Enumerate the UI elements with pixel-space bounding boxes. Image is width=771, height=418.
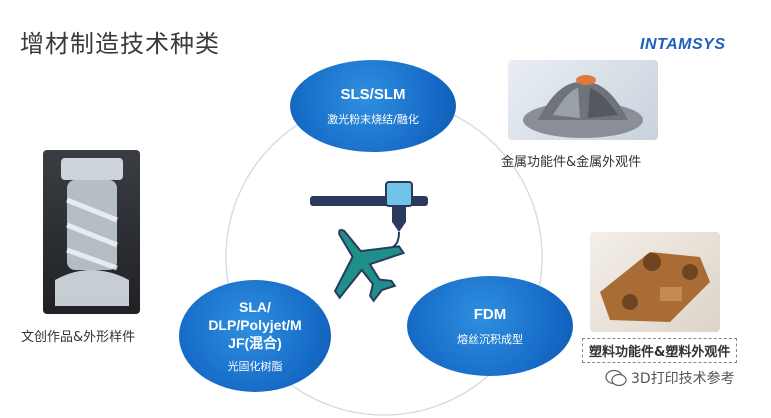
sls-slm-bubble: SLS/SLM 激光粉末烧结/融化 xyxy=(290,60,456,152)
page-title: 增材制造技术种类 xyxy=(20,30,220,58)
resin-tower-image xyxy=(55,158,129,306)
sls-slm-label: SLS/SLM xyxy=(340,85,406,103)
wechat-icon xyxy=(605,369,627,387)
fdm-label: FDM xyxy=(473,305,507,323)
sla-label-line2: DLP/Polyjet/M xyxy=(208,317,302,333)
sla-desc: 光固化树脂 xyxy=(227,360,283,373)
sla-label-line1: SLA/ xyxy=(239,299,271,315)
sls-slm-desc: 激光粉末烧结/融化 xyxy=(327,112,419,126)
sla-dlp-bubble: SLA/ DLP/Polyjet/M JF(混合) 光固化树脂 xyxy=(179,280,331,392)
airplane-icon xyxy=(333,228,406,303)
metal-impeller-image xyxy=(523,75,643,138)
creative-caption: 文创作品&外形样件 xyxy=(21,330,136,345)
watermark-text: 3D打印技术参考 xyxy=(631,371,735,387)
plastic-part-photo xyxy=(590,232,720,332)
fdm-desc: 熔丝沉积成型 xyxy=(457,332,523,346)
plastic-caption: 塑料功能件&塑料外观件 xyxy=(582,338,738,363)
sla-label-line3: JF(混合) xyxy=(228,335,282,351)
brand-logo: INTAMSYS xyxy=(640,36,726,53)
plastic-bracket-image xyxy=(600,252,710,322)
metal-caption: 金属功能件&金属外观件 xyxy=(501,155,642,170)
resin-tower-photo xyxy=(43,150,140,314)
watermark: 3D打印技术参考 xyxy=(605,368,735,388)
metal-part-photo xyxy=(508,60,658,140)
fdm-bubble: FDM 熔丝沉积成型 xyxy=(407,276,573,376)
printer-nozzle-icon xyxy=(310,181,428,259)
